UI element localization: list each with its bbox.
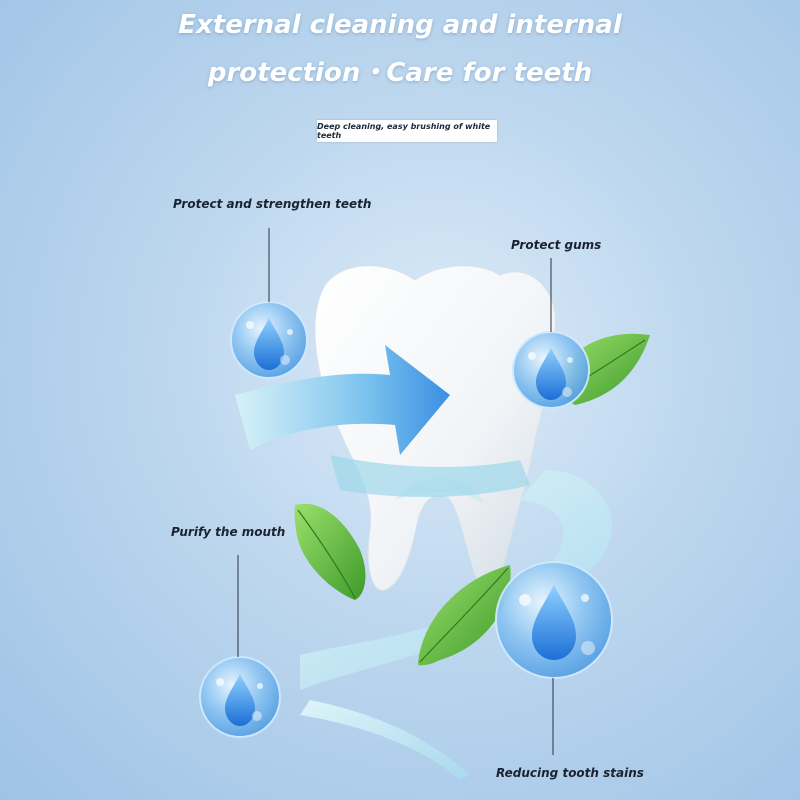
mint-leaf-icon bbox=[418, 565, 511, 666]
headline-line-1: External cleaning and internal bbox=[178, 10, 622, 40]
mint-leaf-icon bbox=[294, 503, 366, 600]
swirl-tail bbox=[300, 700, 470, 780]
callout-purify-mouth: Purify the mouth bbox=[171, 525, 286, 539]
arrow-icon bbox=[235, 345, 450, 455]
callout-protect-strengthen: Protect and strengthen teeth bbox=[173, 197, 372, 211]
water-drop-icon bbox=[199, 656, 281, 738]
water-drop-icon bbox=[230, 301, 308, 379]
subtitle-box: Deep cleaning, easy brushing of white te… bbox=[317, 120, 497, 142]
headline-line-2: protection・Care for teeth bbox=[207, 58, 593, 88]
subtitle-text: Deep cleaning, easy brushing of white te… bbox=[317, 122, 491, 140]
callout-reducing-stains: Reducing tooth stains bbox=[496, 766, 644, 780]
callout-protect-gums: Protect gums bbox=[511, 238, 602, 252]
water-drop-icon bbox=[495, 561, 613, 679]
water-drop-icon bbox=[512, 331, 590, 409]
swoosh-arrow bbox=[330, 455, 530, 497]
